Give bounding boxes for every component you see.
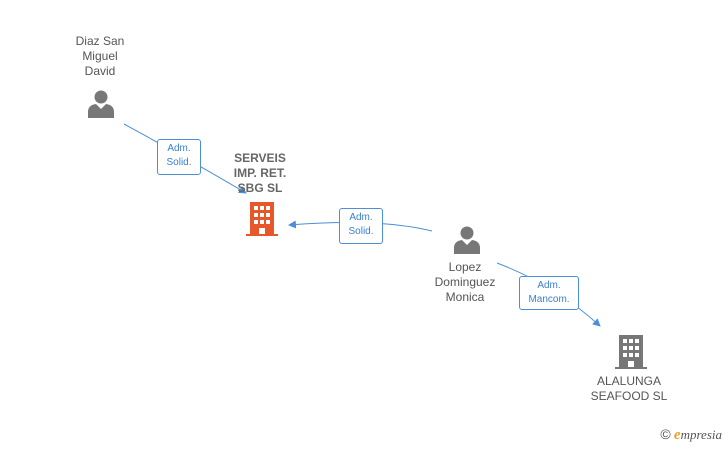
edge-label-diaz-serveis[interactable]: Adm. Solid. (157, 139, 201, 175)
node-label-diaz: Diaz San Miguel David (75, 34, 125, 78)
edge-label-line1: Adm. (167, 143, 191, 154)
edge-label-line1: Adm. (349, 212, 373, 223)
brand-name: mpresia (680, 427, 722, 442)
brand-initial: e (673, 427, 681, 443)
person-icon[interactable] (86, 88, 116, 118)
node-label-lopez: Lopez Dominguez Monica (434, 260, 496, 304)
building-icon[interactable] (246, 202, 278, 236)
person-icon[interactable] (452, 224, 482, 254)
edge-label-lopez-serveis[interactable]: Adm. Solid. (339, 208, 383, 244)
building-icon[interactable] (615, 335, 647, 369)
edge-label-line1: Adm. (537, 280, 561, 291)
edge-label-line2: Solid. (348, 226, 374, 237)
edge-label-lopez-alalunga[interactable]: Adm. Mancom. (519, 276, 579, 310)
node-label-serveis: SERVEIS IMP. RET. SBG SL (233, 151, 287, 195)
edge-label-line2: Solid. (166, 157, 192, 168)
node-label-alalunga: ALALUNGA SEAFOOD SL (590, 374, 668, 403)
brand-logo: © empresia (660, 426, 722, 444)
edge-label-line2: Mancom. (528, 294, 570, 305)
copyright-icon: © (660, 426, 671, 442)
